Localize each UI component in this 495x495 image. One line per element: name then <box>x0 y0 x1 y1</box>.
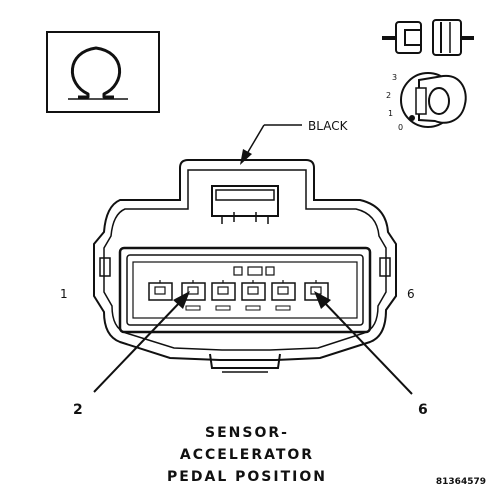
wire-color-label: BLACK <box>308 119 349 133</box>
ignition-position-1: 1 <box>388 109 393 118</box>
pin-5 <box>271 280 296 311</box>
ignition-key-icon: 3 2 1 0 <box>386 72 467 132</box>
pin-row <box>148 266 329 311</box>
pin-2 <box>181 280 206 311</box>
pin-label-right: 6 <box>407 287 415 301</box>
figure-number: 81364579 <box>436 477 486 487</box>
pin-label-left: 1 <box>60 287 68 301</box>
connector-housing <box>93 159 397 373</box>
title-line-2: ACCELERATOR <box>180 447 314 463</box>
callout-right-number: 6 <box>418 402 430 418</box>
callout-pin-6-arrow <box>314 291 413 395</box>
ignition-position-3: 3 <box>392 73 397 82</box>
pin-1 <box>148 280 173 301</box>
wire-color-callout: BLACK <box>240 119 349 165</box>
callout-pin-2-arrow <box>93 291 190 393</box>
ignition-position-2: 2 <box>386 91 391 100</box>
connector-separation-icon <box>382 19 474 56</box>
ohm-symbol-icon <box>46 31 160 113</box>
callout-left-number: 2 <box>73 402 85 418</box>
pin-4 <box>241 280 266 311</box>
pin-3 <box>211 280 236 311</box>
ignition-position-0: 0 <box>398 123 403 132</box>
title-line-3: PEDAL POSITION <box>167 469 327 485</box>
title-line-1: SENSOR- <box>205 425 289 441</box>
